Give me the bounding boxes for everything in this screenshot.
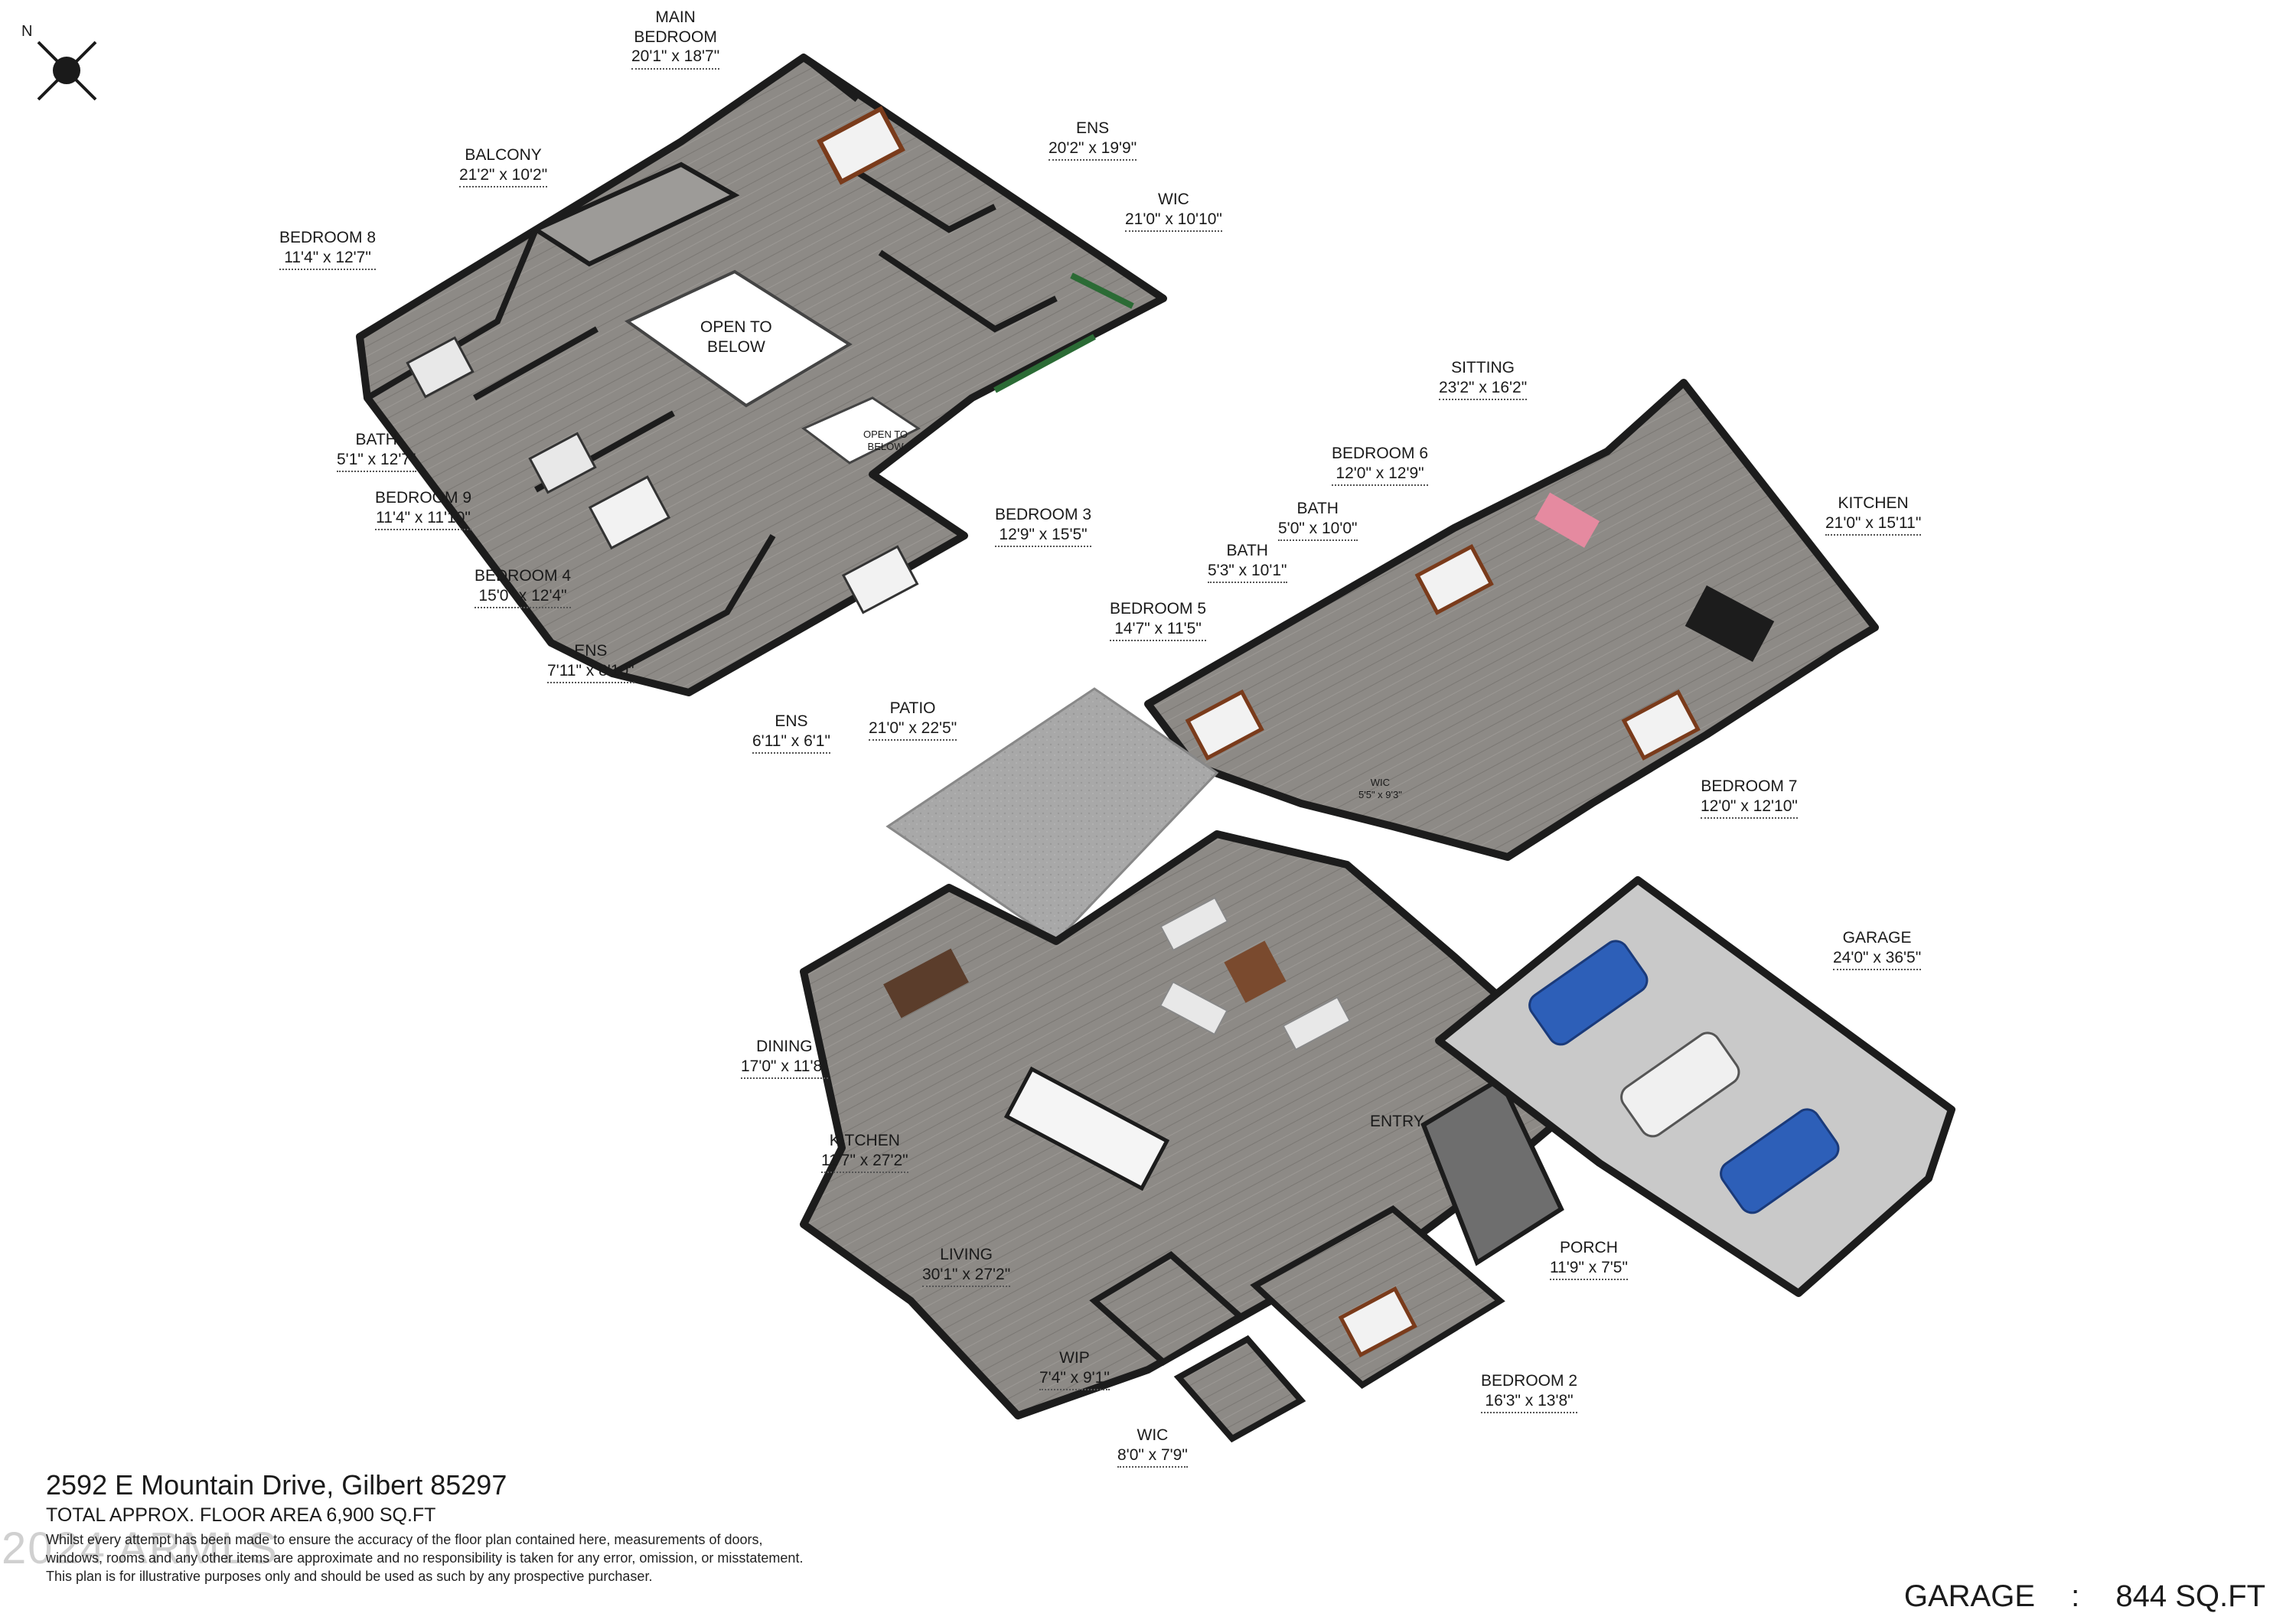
- disclaimer-line-2: windows, rooms and any other items are a…: [46, 1550, 804, 1566]
- total-floor-area: TOTAL APPROX. FLOOR AREA 6,900 SQ.FT: [46, 1504, 436, 1526]
- bedroom3-bed: [841, 545, 919, 614]
- bedroom7-bed: [1621, 689, 1701, 761]
- balcony-deck: [530, 161, 740, 267]
- disclaimer-line-1: Whilst every attempt has been made to en…: [46, 1532, 763, 1547]
- garage-area-summary: GARAGE : 844 SQ.FT: [1904, 1579, 2265, 1614]
- east-wing: [1144, 379, 1879, 861]
- bedroom8-bed: [406, 336, 475, 399]
- compass-north-label: N: [21, 23, 33, 40]
- main-kitchen-island: [1003, 1066, 1170, 1191]
- sofa-2: [1159, 980, 1228, 1036]
- main-bed-furniture: [817, 106, 905, 185]
- east-wing-slab: [1144, 379, 1879, 861]
- sofa-3: [1282, 996, 1352, 1051]
- bedroom2-bed: [1338, 1286, 1417, 1357]
- property-address: 2592 E Mountain Drive, Gilbert 85297: [46, 1469, 507, 1501]
- open-to-below-void-2: [801, 396, 921, 464]
- garage-summary-sep: :: [2071, 1579, 2080, 1613]
- compass-graphic: [37, 41, 97, 101]
- car-blue-1: [1528, 940, 1649, 1046]
- east-kitchen-island: [1684, 585, 1775, 662]
- car-white: [1620, 1031, 1740, 1138]
- upper-wic-racks: [993, 272, 1134, 393]
- patio-slab: [885, 687, 1219, 943]
- disclaimer-line-3: This plan is for illustrative purposes o…: [46, 1568, 653, 1584]
- bedroom5-bed: [1185, 689, 1264, 761]
- sofa-1: [1159, 896, 1229, 952]
- sitting-sofa-pink: [1534, 492, 1600, 548]
- bedroom6-bed: [1414, 544, 1494, 615]
- garage-summary-label: GARAGE: [1903, 1579, 2035, 1613]
- bedroom4-bed: [588, 475, 671, 550]
- label-entry: ENTRY: [1370, 1113, 1424, 1130]
- upper-floor: [356, 54, 1167, 696]
- garage-summary-value: 844 SQ.FT: [2115, 1579, 2265, 1613]
- garage: [1435, 876, 1955, 1297]
- footer: 2592 E Mountain Drive, Gilbert 85297 TOT…: [46, 1469, 964, 1586]
- watermark: 2024 ARMLS: [2, 1524, 279, 1573]
- dining-table: [883, 948, 969, 1018]
- open-to-below-void-1: [625, 269, 853, 408]
- main-floor-slab: [800, 830, 1603, 1419]
- coffee-table: [1224, 940, 1287, 1003]
- lower-wic-room: [1173, 1335, 1306, 1443]
- disclaimer: Whilst every attempt has been made to en…: [46, 1531, 964, 1586]
- car-blue-2: [1720, 1108, 1840, 1214]
- bedroom9-bed: [528, 432, 597, 494]
- main-floor: [800, 687, 1603, 1443]
- wip-room: [1089, 1251, 1245, 1366]
- porch-slab: [1420, 1075, 1564, 1266]
